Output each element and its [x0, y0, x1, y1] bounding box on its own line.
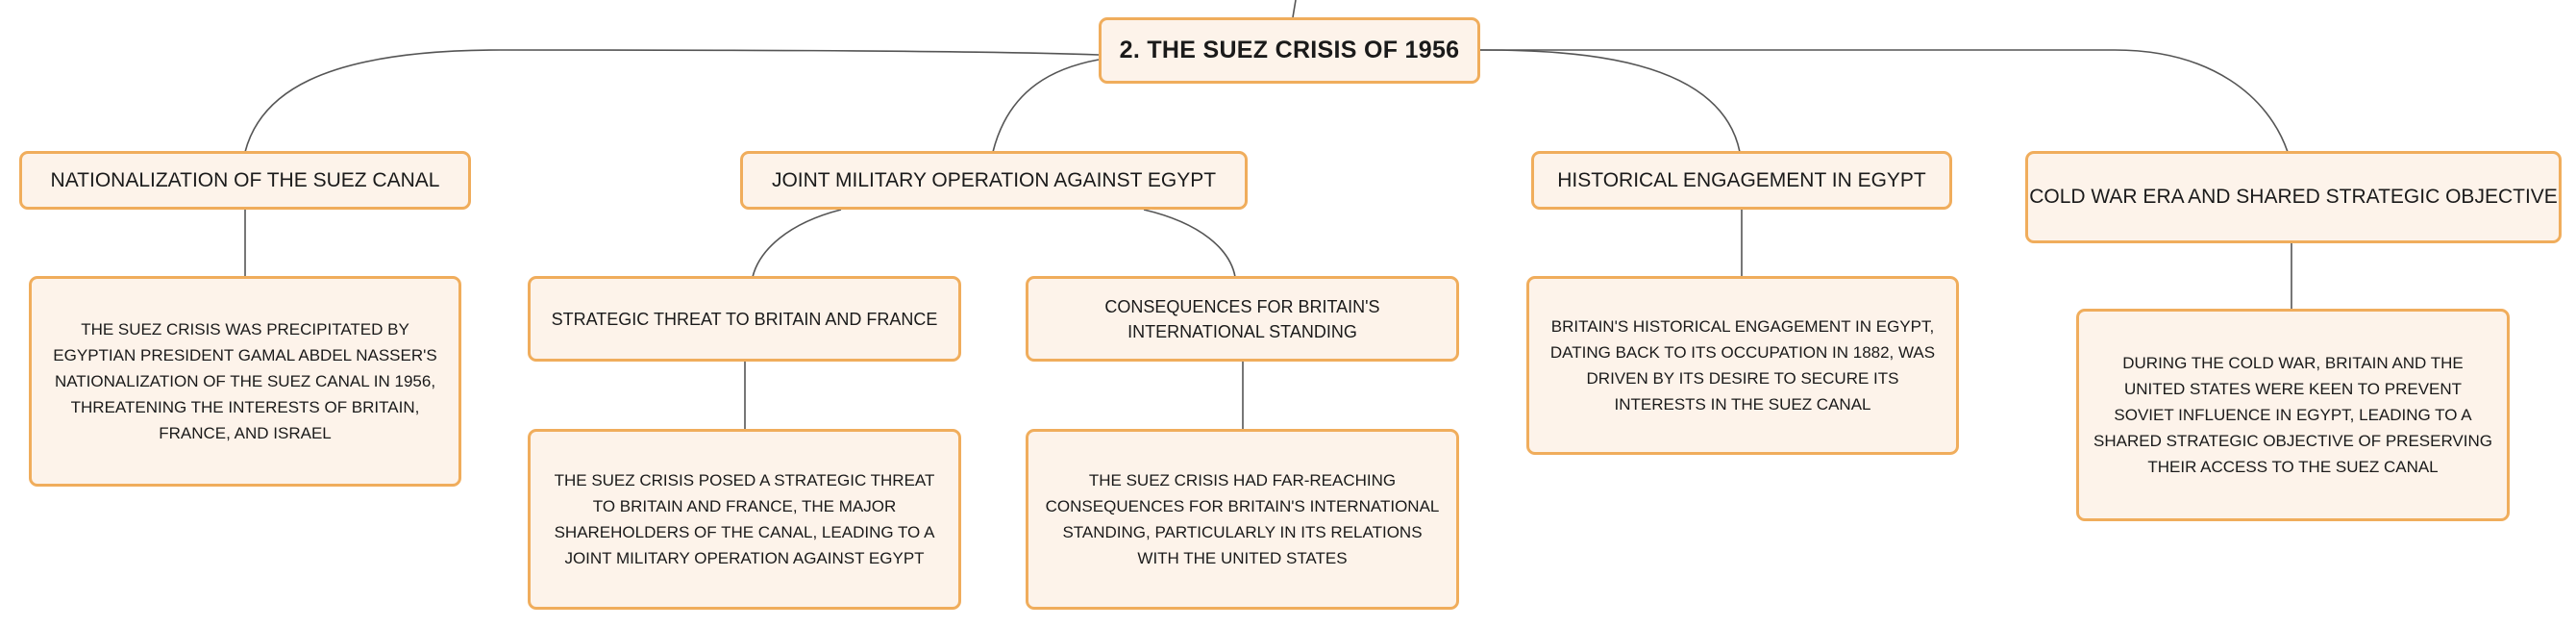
subtopic-strategic-threat-label: STRATEGIC THREAT TO BRITAIN AND FRANCE — [551, 309, 938, 329]
root-topic-label: 2. THE SUEZ CRISIS OF 1956 — [1119, 37, 1460, 63]
topic-cold-war[interactable]: COLD WAR ERA AND SHARED STRATEGIC OBJECT… — [2025, 151, 2562, 243]
detail-historical-engagement[interactable]: BRITAIN'S HISTORICAL ENGAGEMENT IN EGYPT… — [1526, 276, 1959, 455]
detail-cold-war[interactable]: DURING THE COLD WAR, BRITAIN AND THE UNI… — [2076, 309, 2510, 521]
detail-strategic-threat[interactable]: THE SUEZ CRISIS POSED A STRATEGIC THREAT… — [528, 429, 961, 610]
root-topic[interactable]: 2. THE SUEZ CRISIS OF 1956 — [1099, 17, 1480, 84]
connector-joint-to-strategic — [752, 209, 842, 278]
connector-root-to-historical — [1479, 49, 1741, 153]
detail-cold-war-text: DURING THE COLD WAR, BRITAIN AND THE UNI… — [2093, 354, 2492, 476]
topic-nationalization[interactable]: NATIONALIZATION OF THE SUEZ CANAL — [19, 151, 471, 210]
subtopic-strategic-threat[interactable]: STRATEGIC THREAT TO BRITAIN AND FRANCE — [528, 276, 961, 362]
connector-root-to-nationalization — [244, 49, 1100, 153]
topic-joint-operation-label: JOINT MILITARY OPERATION AGAINST EGYPT — [771, 168, 1217, 191]
detail-nationalization[interactable]: THE SUEZ CRISIS WAS PRECIPITATED BY EGYP… — [29, 276, 461, 487]
detail-consequences-text: THE SUEZ CRISIS HAD FAR-REACHING CONSEQU… — [1045, 471, 1440, 567]
detail-nationalization-text: THE SUEZ CRISIS WAS PRECIPITATED BY EGYP… — [53, 320, 437, 442]
detail-strategic-threat-text: THE SUEZ CRISIS POSED A STRATEGIC THREAT… — [554, 471, 935, 567]
connector-joint-to-consequences — [1143, 209, 1236, 278]
connector-root-to-coldwar — [1480, 49, 2289, 153]
detail-historical-engagement-text: BRITAIN'S HISTORICAL ENGAGEMENT IN EGYPT… — [1549, 317, 1936, 414]
subtopic-consequences[interactable]: CONSEQUENCES FOR BRITAIN'S INTERNATIONAL… — [1026, 276, 1459, 362]
connector-top — [1292, 0, 1297, 18]
topic-joint-operation[interactable]: JOINT MILITARY OPERATION AGAINST EGYPT — [740, 151, 1248, 210]
topic-cold-war-label: COLD WAR ERA AND SHARED STRATEGIC OBJECT… — [2029, 186, 2558, 208]
topic-historical-engagement[interactable]: HISTORICAL ENGAGEMENT IN EGYPT — [1531, 151, 1952, 210]
subtopic-consequences-label: CONSEQUENCES FOR BRITAIN'S INTERNATIONAL… — [1104, 296, 1380, 341]
topic-nationalization-label: NATIONALIZATION OF THE SUEZ CANAL — [50, 168, 440, 191]
topic-historical-engagement-label: HISTORICAL ENGAGEMENT IN EGYPT — [1557, 168, 1926, 191]
detail-consequences[interactable]: THE SUEZ CRISIS HAD FAR-REACHING CONSEQU… — [1026, 429, 1459, 610]
connector-root-to-joint-operation — [992, 59, 1100, 153]
